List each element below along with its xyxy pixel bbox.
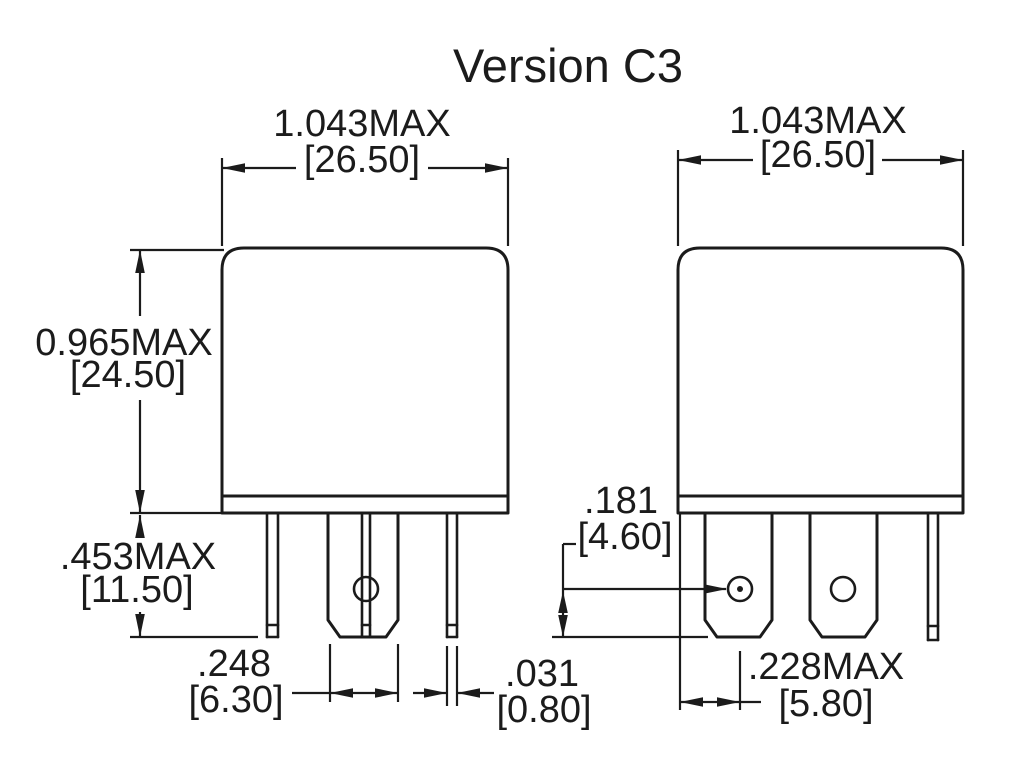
- blade-hole: [829, 575, 857, 603]
- dim-text-inch: .181: [584, 480, 658, 522]
- dim-text-inch: .248: [197, 643, 271, 685]
- blade-outline: [703, 511, 774, 639]
- dim-terminal-length: .453MAX [11.50]: [60, 515, 258, 639]
- dim-text-inch: 0.965MAX: [35, 322, 212, 364]
- relay-body-outline: [676, 246, 965, 515]
- arrowhead-right: [485, 163, 508, 173]
- arrowhead-up: [135, 250, 145, 273]
- arrowhead-down: [558, 615, 568, 637]
- arrowhead-right: [704, 584, 727, 594]
- arrowhead-left: [457, 688, 480, 698]
- dim-text-metric: [4.60]: [577, 516, 672, 558]
- dim-text-metric: [11.50]: [80, 569, 193, 611]
- dim-pin-thickness: .031 [0.80]: [413, 646, 592, 731]
- left-relay-side-view: [220, 246, 510, 639]
- dim-text-metric: [0.80]: [496, 689, 591, 731]
- terminal-pin-left: [265, 511, 280, 639]
- blade-terminal-side: [326, 511, 400, 639]
- terminal-pin: [926, 511, 940, 642]
- dim-text-inch: .031: [505, 653, 579, 695]
- arrowhead-left: [222, 163, 245, 173]
- dim-text-metric: [5.80]: [778, 683, 873, 725]
- blade-hole: [352, 575, 380, 603]
- arrowhead-right: [940, 155, 963, 165]
- arrowhead-down: [135, 614, 145, 637]
- arrowhead-right: [375, 688, 398, 698]
- dim-hole-offset: .228MAX [5.80]: [678, 513, 904, 725]
- dim-text-metric: [26.50]: [304, 139, 420, 181]
- dim-text-inch: 1.043MAX: [273, 103, 450, 145]
- arrowhead-right: [424, 688, 447, 698]
- dim-text-inch: .453MAX: [60, 536, 216, 578]
- arrowhead-left: [680, 697, 703, 707]
- dim-blade-width: .248 [6.30]: [188, 643, 400, 721]
- blade-outline: [808, 511, 879, 639]
- relay-body-outline: [220, 246, 510, 515]
- terminal-pin-right: [445, 511, 459, 639]
- arrowhead-left: [678, 155, 701, 165]
- arrowhead-left: [330, 688, 353, 698]
- dim-text-metric: [6.30]: [188, 679, 283, 721]
- blade-hole: [726, 575, 754, 603]
- dim-body-height: 0.965MAX [24.50]: [35, 248, 224, 515]
- blade-terminal-1: [703, 511, 774, 639]
- arrowhead-up: [135, 515, 145, 538]
- blade-terminal-2: [808, 511, 879, 639]
- dim-text-inch: 1.043MAX: [729, 100, 906, 142]
- right-relay-front-view: [676, 246, 965, 642]
- drawing-title: Version C3: [453, 39, 683, 92]
- dim-text-metric: [24.50]: [70, 354, 186, 396]
- arrowhead-right: [717, 697, 740, 707]
- arrowhead-up: [558, 591, 568, 613]
- dim-right-body-width: 1.043MAX [26.50]: [676, 100, 965, 246]
- dim-text-inch: .228MAX: [748, 646, 904, 688]
- dim-left-body-width: 1.043MAX [26.50]: [220, 103, 510, 246]
- hole-center-mark: [737, 586, 743, 592]
- dim-hole-to-tip: .181 [4.60]: [552, 480, 727, 639]
- arrowhead-down: [135, 490, 145, 513]
- dim-text-metric: [26.50]: [760, 134, 876, 176]
